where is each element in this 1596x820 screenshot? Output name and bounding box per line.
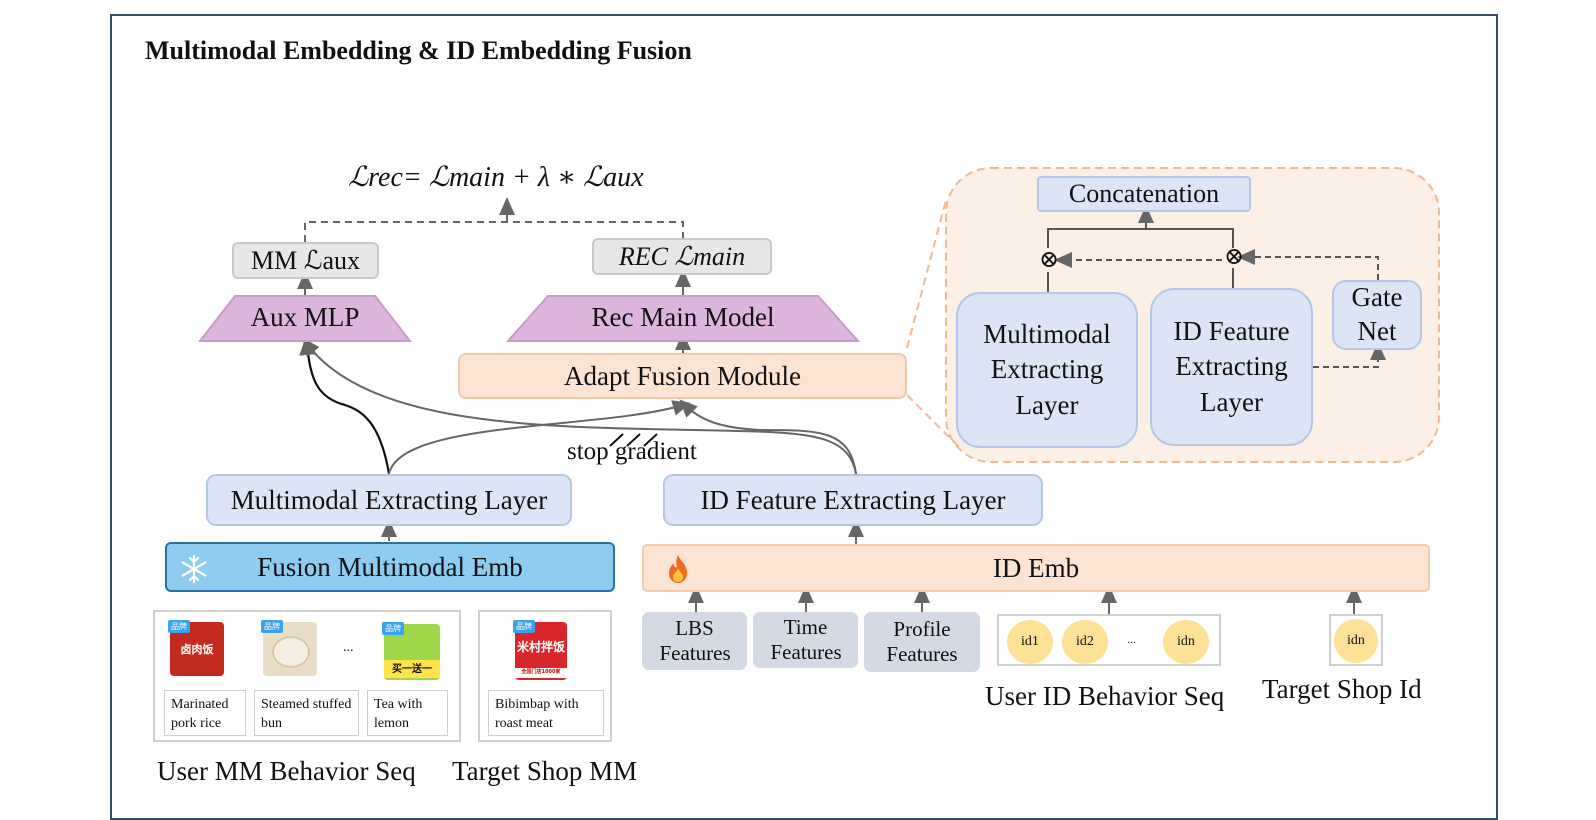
lbs-features-label: LBS Features xyxy=(659,615,731,665)
concatenation-label: Concatenation xyxy=(1068,179,1220,208)
inset-mm-layer-label: Multimodal Extracting Layer xyxy=(983,319,1111,420)
mm-aux-loss-box: MM ℒaux xyxy=(232,242,379,279)
user-mm-behavior-label: User MM Behavior Seq xyxy=(157,756,416,786)
id-circle: id2 xyxy=(1062,620,1108,664)
fusion-multimodal-emb: Fusion Multimodal Emb xyxy=(165,542,615,592)
inset-id-layer-label: ID Feature Extracting Layer xyxy=(1173,316,1290,417)
adapt-fusion-module: Adapt Fusion Module xyxy=(458,353,907,399)
rec-main-loss-box: REC ℒmain xyxy=(592,238,772,275)
fire-icon xyxy=(664,554,692,584)
inset-multiply-left: ⊗ xyxy=(1038,247,1060,273)
id-emb: ID Emb xyxy=(642,544,1430,592)
mm-ellipsis: ... xyxy=(343,640,354,655)
id-circle: id1 xyxy=(1007,620,1053,664)
adapt-fusion-label: Adapt Fusion Module xyxy=(563,360,801,391)
stop-slash-3 xyxy=(643,433,658,447)
loss-formula-text: ℒrec= ℒmain + λ ∗ ℒaux xyxy=(348,162,644,193)
mm-extracting-label: Multimodal Extracting Layer xyxy=(230,484,548,515)
brand-badge: 品牌 xyxy=(382,622,404,635)
inset-mm-layer: Multimodal Extracting Layer xyxy=(956,292,1138,448)
id-to-fusion-curve xyxy=(679,399,857,475)
inset-multiply-right: ⊗ xyxy=(1223,244,1245,270)
stop-slash-2 xyxy=(626,433,641,447)
stop-slash-1 xyxy=(609,433,624,447)
id-extracting-layer: ID Feature Extracting Layer xyxy=(663,474,1043,526)
caption-card: Tea with lemon xyxy=(367,690,448,736)
caption-card: Bibimbap with roast meat xyxy=(488,690,604,736)
id-circle: idn xyxy=(1163,620,1209,664)
id-emb-label: ID Emb xyxy=(992,552,1080,583)
gate-net-box: Gate Net xyxy=(1332,280,1422,350)
mm-aux-loss-label: MM ℒaux xyxy=(250,245,360,275)
snowflake-icon xyxy=(179,554,209,584)
thumb-text: 买一送一 xyxy=(384,660,440,678)
mm-extracting-layer: Multimodal Extracting Layer xyxy=(206,474,572,526)
thumb-tea-lemon: 品牌 买一送一 xyxy=(382,622,440,680)
thumb-bibimbap: 品牌 米村拌饭 全国门店1000家 xyxy=(513,620,567,680)
id-to-gate xyxy=(1313,342,1386,368)
inset-id-layer: ID Feature Extracting Layer xyxy=(1150,288,1313,446)
id-to-aux-curve xyxy=(302,337,857,475)
profile-features-label: Profile Features xyxy=(886,616,958,666)
thumb-text: 米村拌饭 xyxy=(517,640,566,655)
bun-shape xyxy=(272,636,310,668)
gate-net-label: Gate Net xyxy=(1351,282,1403,346)
user-id-behavior-label: User ID Behavior Seq xyxy=(985,681,1225,711)
gate-to-id-mult xyxy=(1237,249,1379,280)
brand-badge: 品牌 xyxy=(168,620,190,633)
rec-main-loss-label: REC ℒmain xyxy=(618,241,746,271)
user-id-behavior-seq: id1 id2 ... idn xyxy=(997,614,1221,666)
rec-main-model-label: Rec Main Model xyxy=(591,302,775,332)
stop-gradient-label: stop gradient xyxy=(567,438,697,465)
inset-merge xyxy=(1047,228,1234,248)
fusion-mm-emb-label: Fusion Multimodal Emb xyxy=(257,551,523,582)
brand-badge: 品牌 xyxy=(261,620,283,633)
aux-mlp-label: Aux MLP xyxy=(250,302,360,332)
aux-mlp-trapezoid xyxy=(197,295,413,342)
caption-card: Marinated pork rice xyxy=(164,690,246,736)
thumb-subtext: 全国门店1000家 xyxy=(515,668,567,678)
target-shop-id-box: idn xyxy=(1329,614,1383,666)
thumb-text: 卤肉饭 xyxy=(180,642,214,656)
profile-features-box: Profile Features xyxy=(864,612,980,672)
caption-card: Steamed stuffed bun xyxy=(254,690,359,736)
mm-to-aux-curve xyxy=(299,335,391,475)
time-features-label: Time Features xyxy=(770,614,842,664)
thumb-marinated-pork-rice: 品牌 卤肉饭 xyxy=(168,620,224,676)
mm-to-fusion-curve xyxy=(388,400,691,475)
loss-formula: ℒrec= ℒmain + λ ∗ ℒaux xyxy=(348,160,644,194)
thumb-steamed-bun: 品牌 xyxy=(261,620,317,676)
time-features-box: Time Features xyxy=(753,612,858,668)
zoom-line-top xyxy=(906,199,947,349)
user-mm-behavior-seq: 品牌 卤肉饭 品牌 ... 品牌 买一送一 Marinated pork ric… xyxy=(153,610,461,742)
lbs-features-box: LBS Features xyxy=(642,612,747,670)
target-shop-mm-label: Target Shop MM xyxy=(452,756,638,786)
target-shop-id-label: Target Shop Id xyxy=(1262,674,1422,704)
concatenation-box: Concatenation xyxy=(1037,176,1251,212)
target-id-circle: idn xyxy=(1334,619,1378,663)
rec-main-trapezoid xyxy=(505,295,861,342)
diagram-title: Multimodal Embedding & ID Embedding Fusi… xyxy=(145,36,692,65)
brand-badge: 品牌 xyxy=(513,620,535,633)
loss-bracket xyxy=(304,221,684,242)
target-shop-mm: 品牌 米村拌饭 全国门店1000家 Bibimbap with roast me… xyxy=(478,610,612,742)
id-extracting-label: ID Feature Extracting Layer xyxy=(700,484,1006,515)
id-ellipsis: ... xyxy=(1127,632,1136,646)
